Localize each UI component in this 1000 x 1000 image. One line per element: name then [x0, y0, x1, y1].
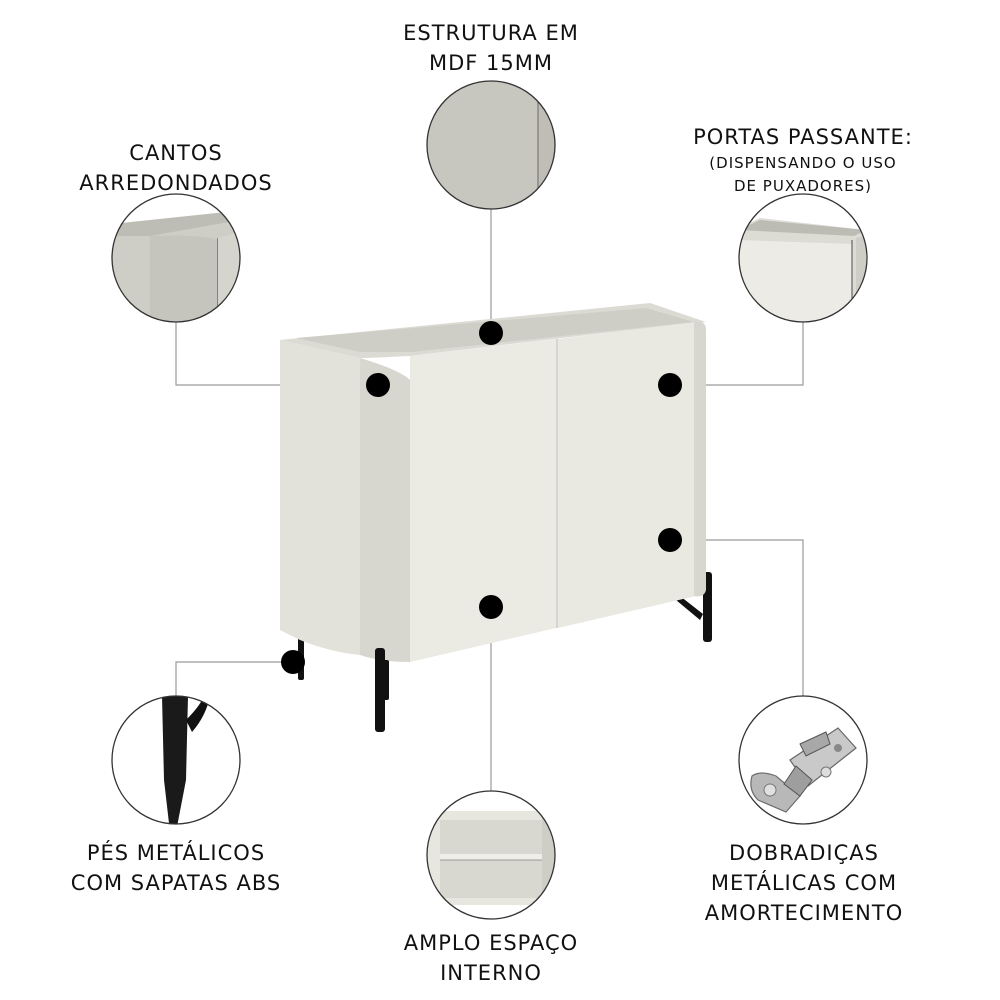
dobradicas-line1: DOBRADIÇAS: [729, 841, 879, 865]
estrutura-line1: ESTRUTURA EM: [403, 21, 579, 45]
portas-callout: PORTAS PASSANTE: (DISPENSANDO O USO DE P…: [678, 122, 928, 198]
mdf-edge-detail-icon: [426, 80, 556, 210]
pes-line2: COM SAPATAS ABS: [70, 871, 282, 895]
front-legs: [375, 648, 389, 732]
cantos-line1: CANTOS: [129, 141, 223, 165]
espaco-line1: AMPLO ESPAÇO: [403, 931, 579, 955]
dobradicas-line2: METÁLICAS COM: [710, 871, 898, 895]
rounded-corner-detail-icon: [111, 193, 241, 323]
right-door: [558, 322, 696, 628]
cantos-callout: CANTOS ARREDONDADOS: [60, 138, 292, 198]
estrutura-line2: MDF 15MM: [428, 51, 553, 75]
espaco-callout: AMPLO ESPAÇO INTERNO: [372, 928, 610, 988]
metal-leg-detail-icon: [111, 695, 241, 825]
door-edge-detail-icon: [738, 193, 868, 323]
cabinet-illustration: [280, 303, 712, 732]
espaco-line2: INTERNO: [440, 961, 542, 985]
portas-line1: PORTAS PASSANTE:: [693, 125, 913, 149]
interior-shelf-detail-icon: [426, 790, 556, 920]
pes-line1: PÉS METÁLICOS: [86, 841, 266, 865]
pes-callout: PÉS METÁLICOS COM SAPATAS ABS: [50, 838, 302, 898]
hinge-detail-icon: [738, 695, 868, 825]
callout-markers: [281, 321, 682, 674]
dobradicas-line3: AMORTECIMENTO: [704, 901, 904, 925]
dobradicas-callout: DOBRADIÇAS METÁLICAS COM AMORTECIMENTO: [684, 838, 924, 928]
cantos-line2: ARREDONDADOS: [79, 171, 273, 195]
estrutura-callout: ESTRUTURA EM MDF 15MM: [380, 18, 602, 78]
portas-line2: (DISPENSANDO O USO: [709, 154, 897, 172]
left-door: [410, 339, 556, 662]
cabinet-side-panel: [280, 340, 360, 655]
portas-line3: DE PUXADORES): [734, 177, 872, 195]
